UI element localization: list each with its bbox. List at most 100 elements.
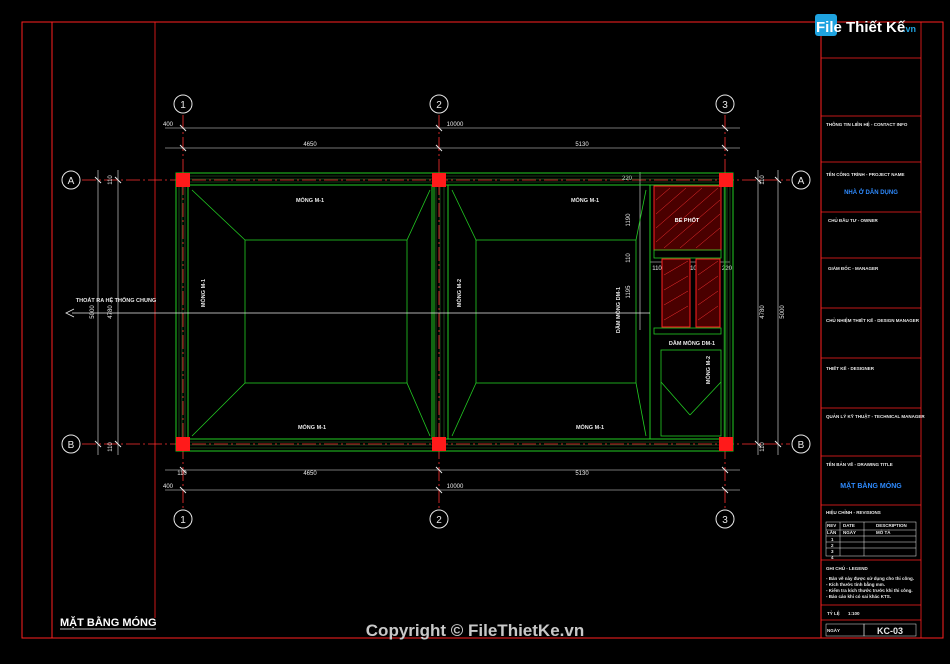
outer-frame xyxy=(21,21,944,639)
footing-m1-right xyxy=(451,189,647,437)
title-block-highlight: NHÀ Ở DÂN DỤNG MẶT BẰNG MÓNG xyxy=(840,189,902,490)
label-mong-m1-a: MÓNG M-1 xyxy=(296,196,324,204)
dim-right-bot: 110 xyxy=(760,442,766,452)
footing-m1-left xyxy=(191,189,431,437)
tb-legend: GHI CHÚ - LEGEND xyxy=(826,565,869,571)
dim-top-span2: 5130 xyxy=(575,142,589,148)
tb-director: GIÁM ĐỐC - MANAGER xyxy=(828,265,879,271)
dim-top-left: 400 xyxy=(163,122,174,128)
tb-project-label: TÊN CÔNG TRÌNH - PROJECT NAME xyxy=(826,170,905,177)
grid-label-b-left: B xyxy=(68,440,75,451)
grid-label-a-right: A xyxy=(798,176,805,187)
label-mong-m1-vertical: MÓNG M-1 xyxy=(199,279,207,307)
tb-note-1: - Bản vẽ này được sử dụng cho thi công. xyxy=(826,576,914,581)
grid-label-3-top: 3 xyxy=(722,100,728,111)
inner-frame xyxy=(51,21,822,639)
tb-project-name: NHÀ Ở DÂN DỤNG xyxy=(844,189,898,196)
tb-rev-col1: REV xyxy=(827,523,836,528)
tb-technical: QUẢN LÝ KỸ THUẬT - TECHNICAL MANAGER xyxy=(826,413,925,419)
label-drain: THOÁT RA HỆ THỐNG CHUNG xyxy=(76,296,156,304)
plan-labels: MÓNG M-1 MÓNG M-1 MÓNG M-1 MÓNG M-1 MÓNG… xyxy=(76,196,715,431)
sheet-number: KC-03 xyxy=(877,626,903,636)
label-dam-mong-vertical: DẦM MÓNG DM-1 xyxy=(614,287,622,333)
tb-note-4: - Báo cáo khi có sai khác KTS. xyxy=(826,594,891,599)
grid-label-3-bottom: 3 xyxy=(722,515,728,526)
label-mong-m1-c: MÓNG M-1 xyxy=(298,423,326,431)
revision-grid xyxy=(825,521,917,637)
label-mong-m1-d: MÓNG M-1 xyxy=(576,423,604,431)
tb-owner: CHỦ ĐẦU TƯ - OWNER xyxy=(828,217,878,223)
tb-rev-col2b: NGÀY xyxy=(843,529,856,535)
dim-tank-h2: 110 xyxy=(626,253,632,263)
dim-tank-s1: 110 xyxy=(652,266,662,272)
logo-text: File Thiết Kế xyxy=(816,19,906,36)
dimension-ticks xyxy=(94,124,782,494)
dim-bottom-span1: 4650 xyxy=(303,471,317,477)
dim-right-mid: 4780 xyxy=(760,305,766,319)
label-mong-m2-right: MÓNG M-2 xyxy=(704,356,712,384)
dim-bottom-left2: 400 xyxy=(163,484,174,490)
grid-label-2-bottom: 2 xyxy=(436,515,442,526)
logo-badge xyxy=(815,14,837,36)
tb-rev-col3: DESCRIPTION xyxy=(876,523,907,528)
tb-scale-val: 1:100 xyxy=(848,611,860,616)
drawing-title: MẶT BẰNG MÓNG xyxy=(60,616,157,629)
tb-rev-col3b: MÔ TẢ xyxy=(876,528,891,535)
tb-rev-col1b: LẦN xyxy=(827,529,836,535)
label-dam-mong: DẦM MÓNG DM-1 xyxy=(669,339,715,347)
tb-note-2: - Kích thước tính bằng mm. xyxy=(826,581,885,587)
dim-tank-s3: 110 xyxy=(687,266,697,272)
columns xyxy=(176,173,733,451)
label-mong-m1-b: MÓNG M-1 xyxy=(571,196,599,204)
dim-tank-h1: 1190 xyxy=(626,213,632,227)
grid-label-b-right: B xyxy=(798,440,805,451)
beam-hatching xyxy=(176,173,733,451)
tb-drawing-name: MẶT BẰNG MÓNG xyxy=(840,481,902,490)
copyright-watermark: Copyright © FileThietKe.vn xyxy=(366,621,584,640)
septic-tank xyxy=(649,184,726,440)
grid-label-2-top: 2 xyxy=(436,100,442,111)
tb-rev-row3: 3 xyxy=(831,549,834,554)
dim-left-mid: 4780 xyxy=(108,305,114,319)
tb-date-label: NGÀY xyxy=(827,627,840,633)
grid-bubbles xyxy=(61,94,811,529)
label-mong-m2-vertical: MÓNG M-2 xyxy=(455,279,463,307)
dim-bottom-total: 10000 xyxy=(447,484,464,490)
tb-contact: THÔNG TIN LIÊN HỆ - CONTACT INFO xyxy=(826,120,908,127)
dim-bottom-span2: 5130 xyxy=(575,471,589,477)
grid-bubble-labels: 1 2 3 1 2 3 A B A B xyxy=(68,100,805,526)
tb-rev-col2: DATE xyxy=(843,523,855,528)
tb-design-manager: CHỦ NHIỆM THIẾT KẾ - DESIGN MANAGER xyxy=(826,316,920,323)
dim-left-top: 110 xyxy=(108,175,114,185)
grid-label-1-bottom: 1 xyxy=(180,515,186,526)
dim-left-bot: 110 xyxy=(108,442,114,452)
tb-rev-row4: 4 xyxy=(831,555,834,560)
dim-left-total: 5000 xyxy=(90,305,96,319)
dim-bottom-left: 110 xyxy=(177,471,187,477)
logo-suffix: .vn xyxy=(903,24,916,34)
title-block-text: THÔNG TIN LIÊN HỆ - CONTACT INFO TÊN CÔN… xyxy=(826,120,925,633)
tb-scale-label: TỶ LỆ xyxy=(827,609,840,616)
tb-drawing-label: TÊN BẢN VẼ - DRAWING TITLE xyxy=(826,460,893,467)
dim-right-top: 110 xyxy=(760,175,766,185)
dim-tank-h3: 1195 xyxy=(626,285,632,299)
dim-top-total: 10000 xyxy=(447,122,464,128)
dim-tank-w2: 220 xyxy=(722,266,733,272)
dim-right-total: 5000 xyxy=(780,305,786,319)
tb-rev-row1: 1 xyxy=(831,537,834,542)
grid-label-a-left: A xyxy=(68,176,75,187)
septic-hatch xyxy=(655,187,721,321)
drain-pipe xyxy=(65,308,650,318)
tb-note-3: - Kiểm tra kích thước trước khi thi công… xyxy=(826,587,913,593)
grid-label-1-top: 1 xyxy=(180,100,186,111)
foundation-beams xyxy=(175,172,734,452)
title-block xyxy=(821,22,922,638)
tb-revision: HIỆU CHỈNH - REVISIONS xyxy=(826,508,881,515)
dim-top-span1: 4650 xyxy=(303,142,317,148)
tb-designer: THIẾT KẾ - DESIGNER xyxy=(826,365,875,371)
tb-rev-row2: 2 xyxy=(831,543,834,548)
label-be-phot: BỂ PHỐT xyxy=(675,217,700,224)
logo: File Thiết Kế .vn xyxy=(815,14,916,36)
